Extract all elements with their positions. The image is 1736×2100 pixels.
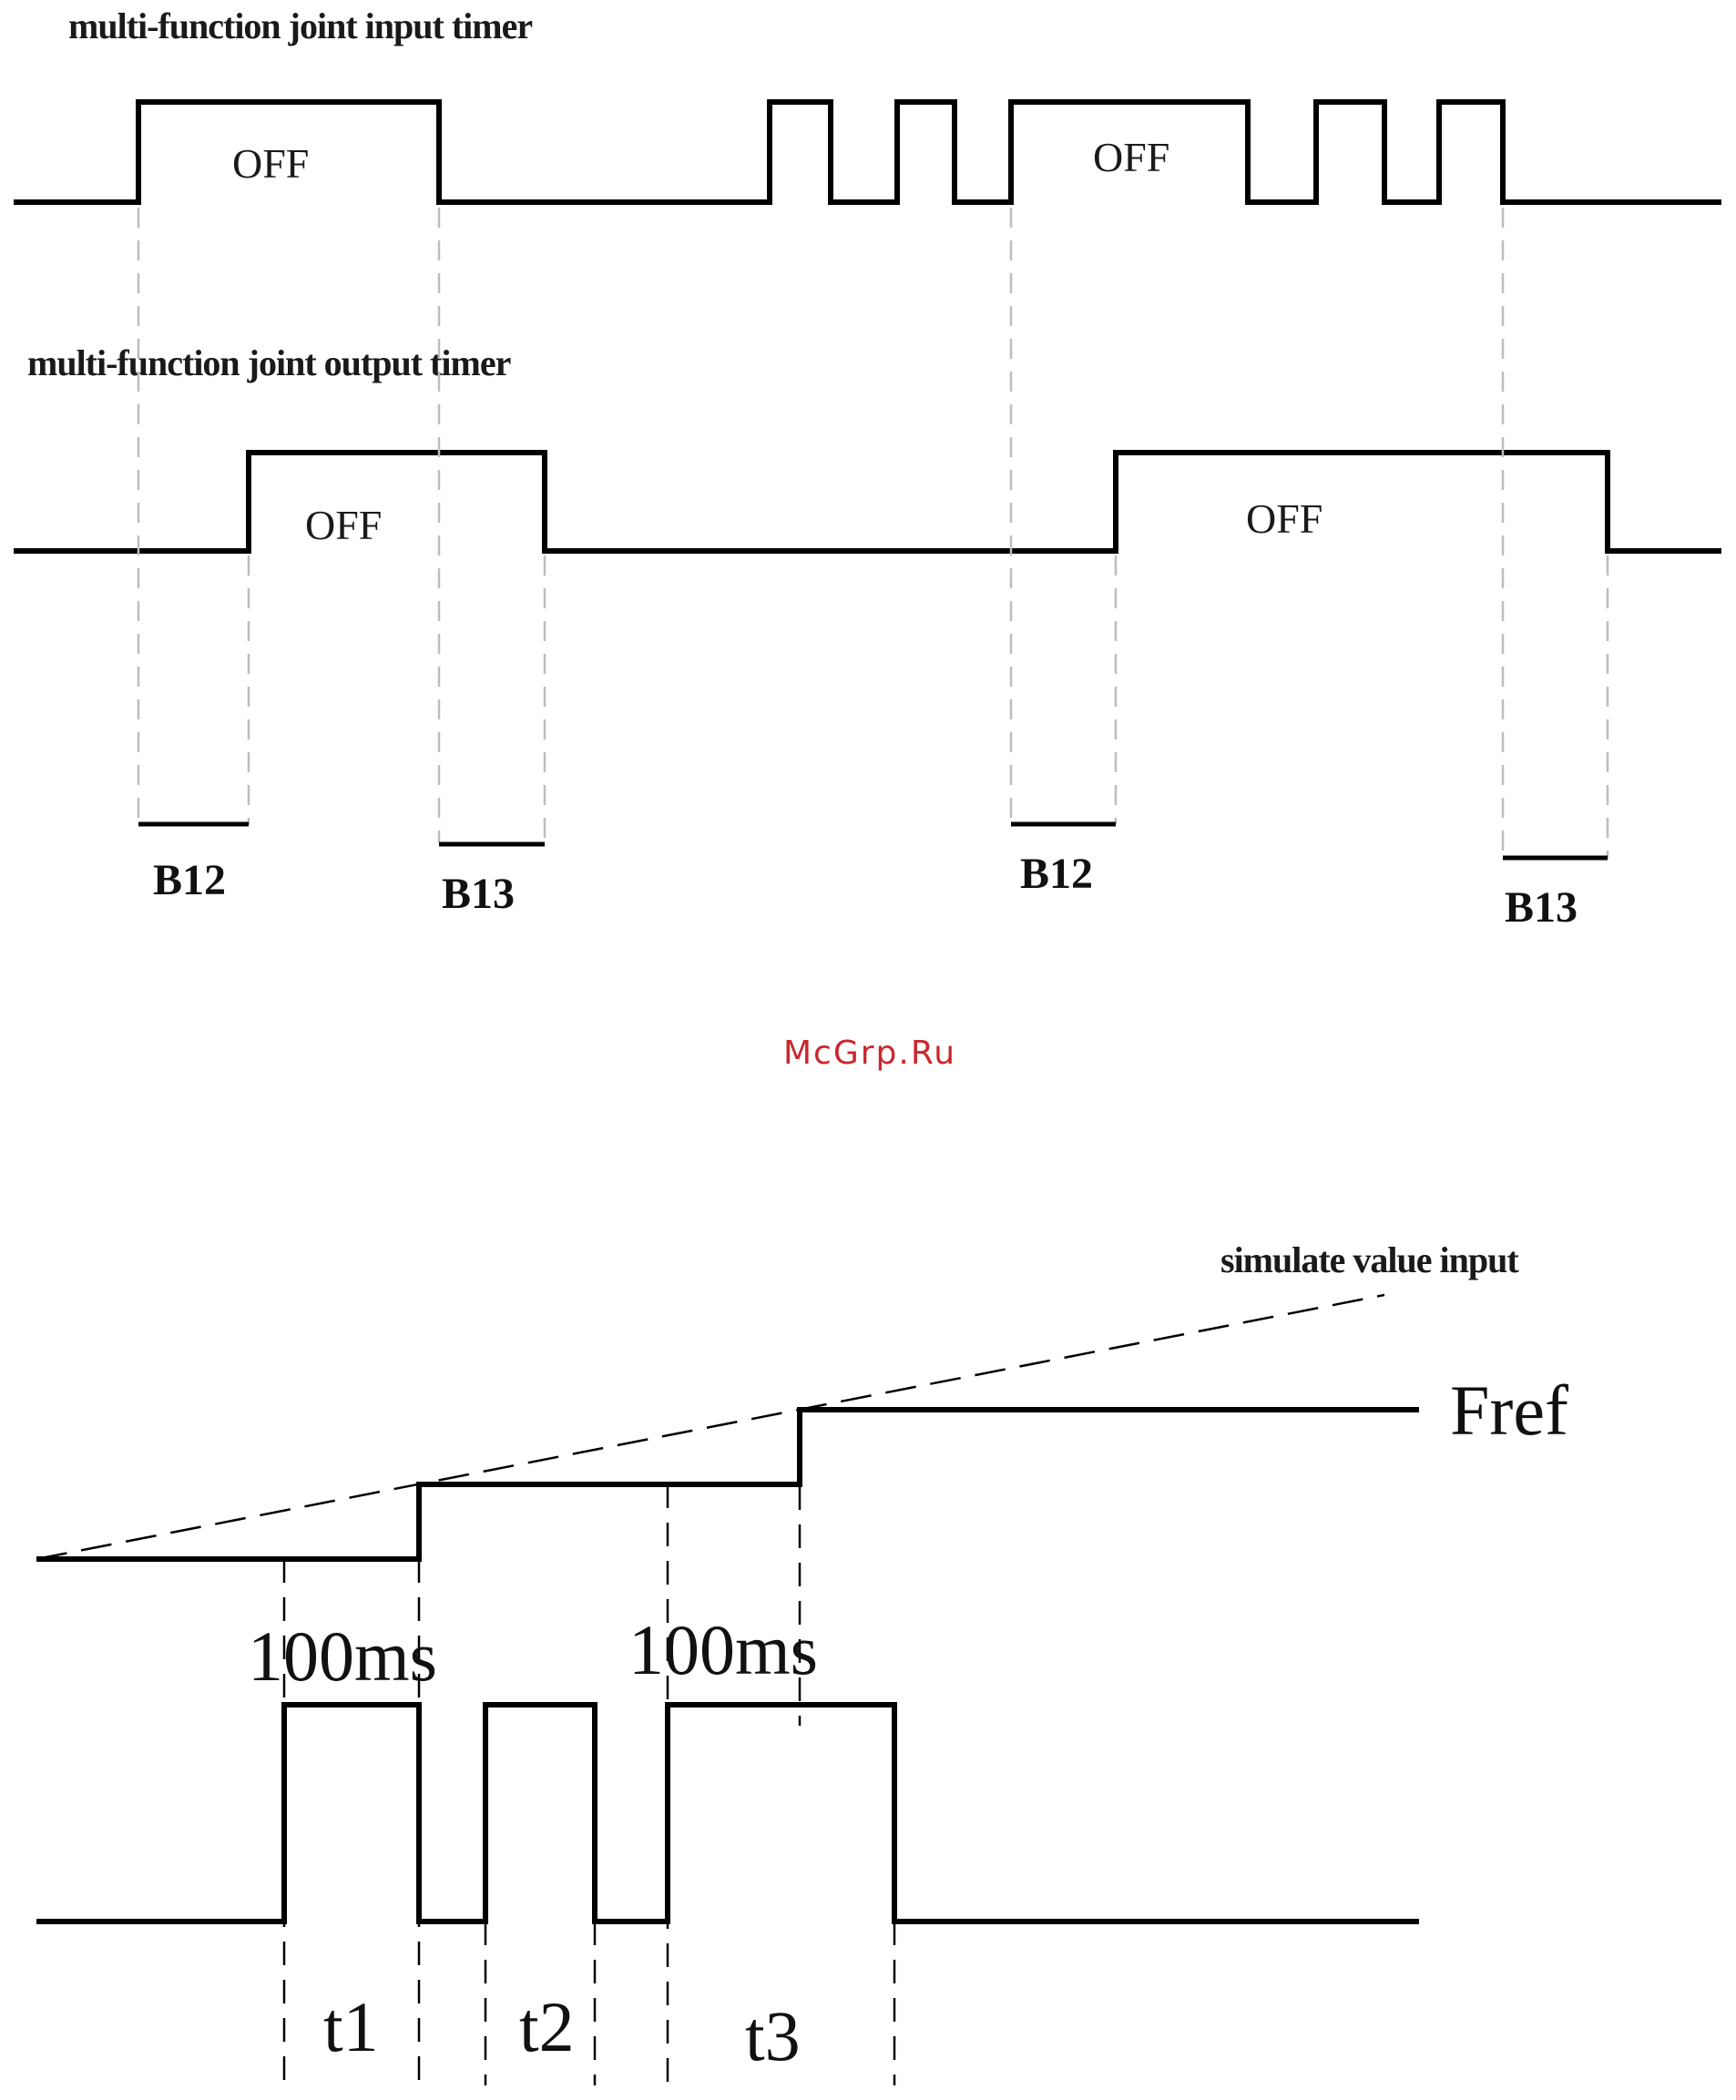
duration-label-2: 100ms	[628, 1610, 818, 1689]
input-timer-title: multi-function joint input timer	[68, 5, 532, 46]
interval-guide-lines	[284, 1410, 894, 2085]
output-timer-waveform	[14, 453, 1721, 551]
fref-label: Fref	[1450, 1371, 1568, 1450]
pulse-waveform	[36, 1705, 1419, 1922]
simulate-value-ramp	[36, 1295, 1384, 1559]
interval-label-t2: t2	[519, 1987, 575, 2066]
output-off-label-1: OFF	[305, 502, 382, 548]
b12-label-2: B12	[1020, 850, 1093, 898]
interval-label-t1: t1	[323, 1987, 379, 2066]
input-off-label-1: OFF	[232, 140, 309, 187]
fref-staircase	[36, 1410, 1419, 1559]
b13-label-2: B13	[1505, 883, 1578, 932]
input-off-label-2: OFF	[1093, 134, 1169, 180]
b12-label-1: B12	[153, 856, 226, 904]
output-off-label-2: OFF	[1246, 495, 1322, 542]
ramp-label: simulate value input	[1220, 1239, 1519, 1280]
watermark-text: McGrp.Ru	[783, 1035, 956, 1072]
b13-label-1: B13	[442, 870, 515, 918]
interval-label-t3: t3	[745, 1996, 801, 2075]
duration-label-1: 100ms	[248, 1616, 437, 1696]
